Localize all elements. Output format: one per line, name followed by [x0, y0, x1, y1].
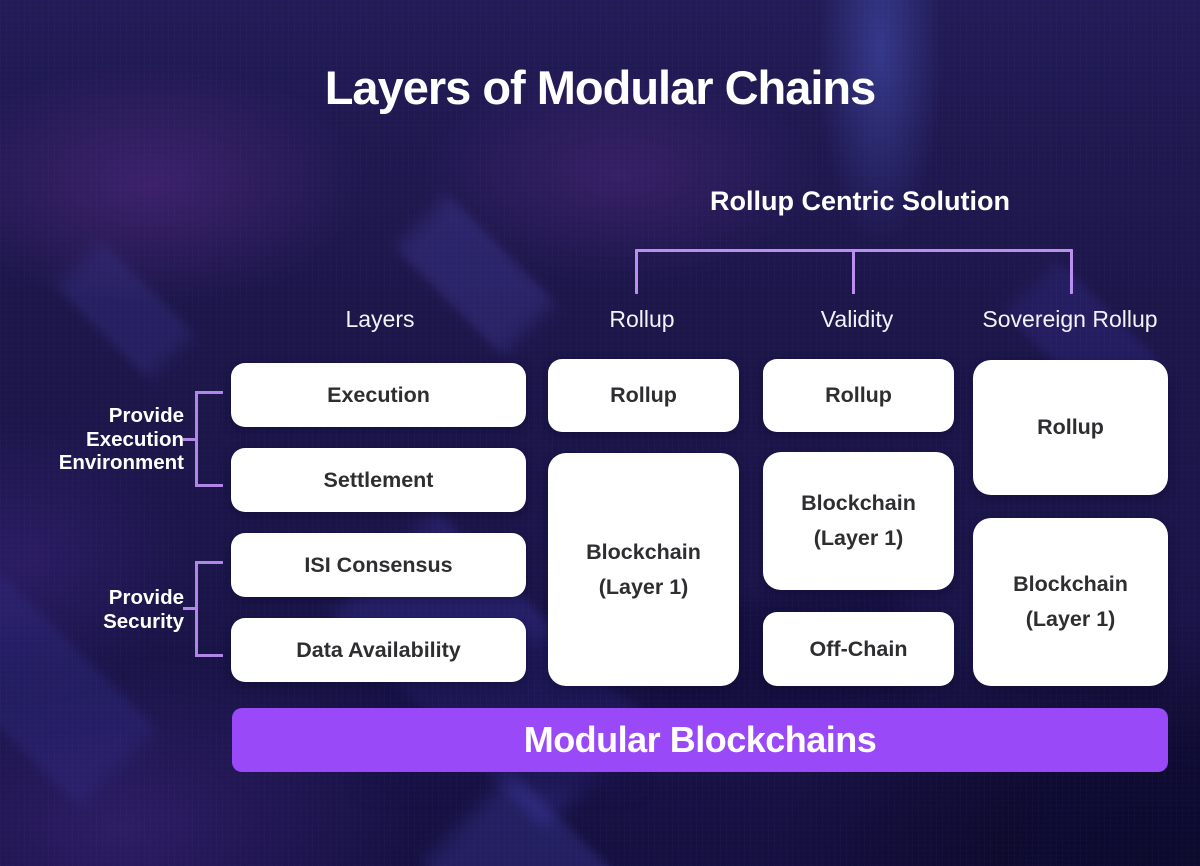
provide-execution-environment-label: Provide Execution Environment — [58, 404, 184, 474]
box-execution: Execution — [231, 363, 526, 427]
rollup-centric-bracket-middle-tick — [852, 249, 855, 294]
modular-blockchains-banner: Modular Blockchains — [232, 708, 1168, 772]
provide-security-bracket-arm — [183, 607, 196, 610]
rollup-centric-solution-label: Rollup Centric Solution — [710, 186, 1010, 216]
page-title: Layers of Modular Chains — [324, 61, 877, 114]
column-header-rollup: Rollup — [609, 306, 675, 332]
box-validity-col-blockchain-layer1: Blockchain (Layer 1) — [763, 452, 954, 590]
provide-security-label: Provide Security — [103, 586, 184, 633]
box-sovereign-col-rollup: Rollup — [973, 360, 1168, 495]
box-rollup-col-rollup: Rollup — [548, 359, 739, 432]
box-settlement: Settlement — [231, 448, 526, 512]
provide-execution-bracket-arm — [183, 438, 196, 441]
box-validity-col-rollup: Rollup — [763, 359, 954, 432]
column-header-validity: Validity — [820, 306, 894, 332]
box-sovereign-col-blockchain-layer1: Blockchain (Layer 1) — [973, 518, 1168, 686]
provide-security-bracket — [195, 561, 223, 657]
box-data-availability: Data Availability — [231, 618, 526, 682]
box-validity-col-off-chain: Off-Chain — [763, 612, 954, 686]
column-header-sovereign-rollup: Sovereign Rollup — [982, 306, 1158, 332]
provide-execution-bracket — [195, 391, 223, 487]
background-cube — [56, 241, 194, 379]
box-rollup-col-blockchain-layer1: Blockchain (Layer 1) — [548, 453, 739, 686]
column-header-layers: Layers — [345, 306, 415, 332]
modular-blockchains-label: Modular Blockchains — [523, 719, 877, 760]
box-isi-consensus: ISI Consensus — [231, 533, 526, 597]
